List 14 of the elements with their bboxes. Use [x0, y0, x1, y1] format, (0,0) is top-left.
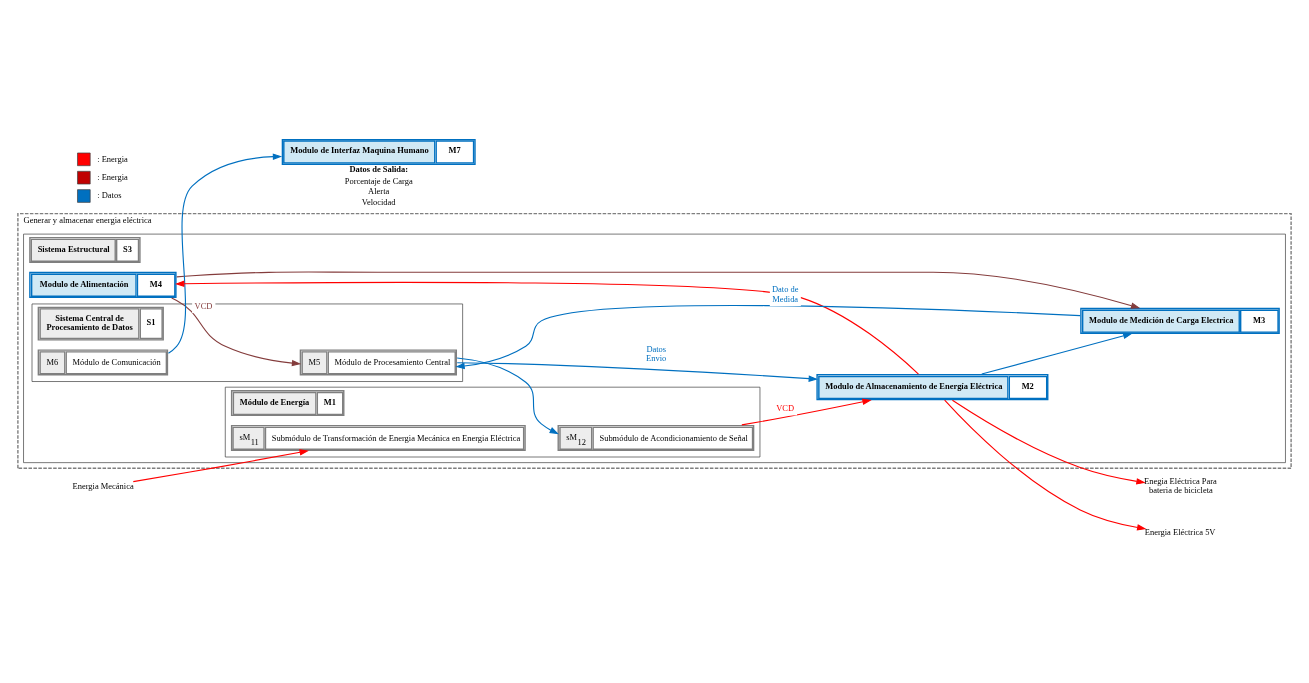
node-text: Energia Mecánica [72, 480, 134, 491]
legend-label: : Datos [97, 190, 122, 201]
node-label: Datos de Salida: [349, 164, 409, 175]
edge-label: VCD [194, 300, 213, 311]
node-label: Alerta [368, 186, 390, 197]
legend-label: : Energia [97, 153, 128, 164]
legend-label: : Energia [97, 171, 128, 182]
edge-label: VCD [776, 403, 795, 414]
node-text: Energia Eléctrica 5V [1144, 526, 1216, 537]
edge-label: Datos Envio [646, 343, 667, 363]
node-label: Velocidad [361, 196, 396, 207]
edge-label: Dato de Medida [771, 284, 799, 304]
node-label: Porcentaje de Carga [344, 175, 413, 186]
node-text: Enegia Eléctrica Para bateria de bicicleta [1144, 476, 1217, 496]
